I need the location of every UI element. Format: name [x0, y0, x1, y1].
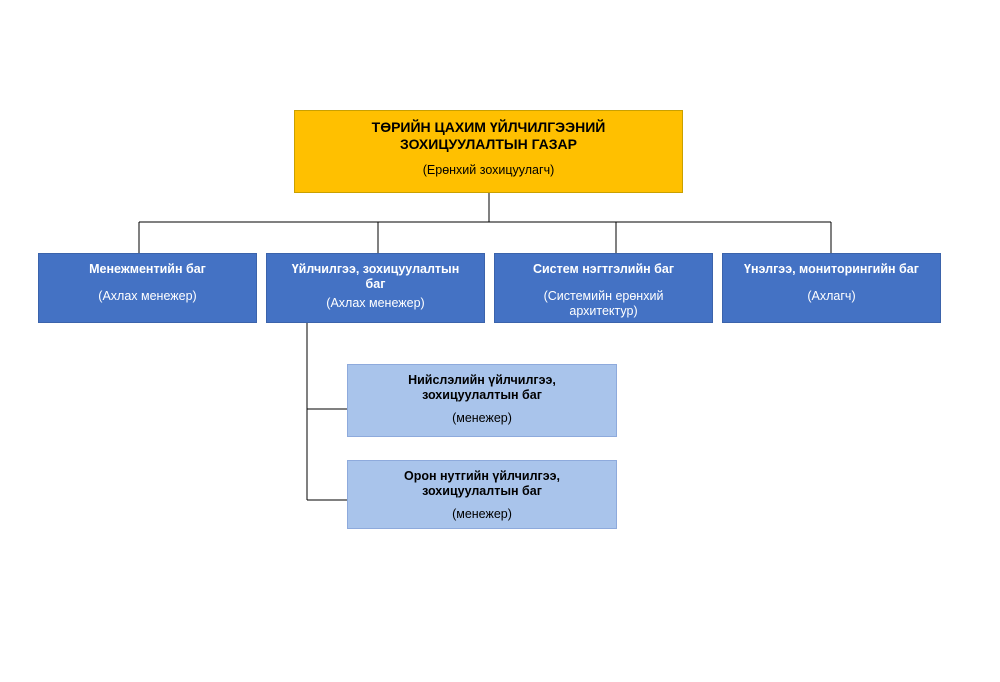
team-role: (Ахлагч)	[807, 289, 856, 303]
team-role-line1: (Системийн ерөнхий	[543, 289, 664, 303]
sub-team-title-line2: зохицуулалтын баг	[422, 388, 542, 402]
sub-team-title-line2: зохицуулалтын баг	[422, 484, 542, 498]
team-role: (Ахлах менежер)	[326, 296, 425, 310]
root-title-line1: ТӨРИЙН ЦАХИМ ҮЙЛЧИЛГЭЭНИЙ	[371, 119, 606, 135]
team-box-system-integration: Систем нэгтгэлийн баг (Системийн ерөнхий…	[494, 253, 713, 323]
sub-team-title-line1: Орон нутгийн үйлчилгээ,	[403, 469, 561, 483]
sub-team-box-local: Орон нутгийн үйлчилгээ, зохицуулалтын ба…	[347, 460, 617, 529]
team-title-line1: Үйлчилгээ, зохицуулалтын	[291, 262, 460, 276]
root-title-line2: ЗОХИЦУУЛАЛТЫН ГАЗАР	[399, 136, 578, 152]
team-role: (Ахлах менежер)	[98, 289, 197, 303]
sub-team-box-capital: Нийслэлийн үйлчилгээ, зохицуулалтын баг …	[347, 364, 617, 437]
team-box-service-coordination: Үйлчилгээ, зохицуулалтын баг (Ахлах мене…	[266, 253, 485, 323]
sub-team-role: (менежер)	[452, 411, 512, 425]
sub-team-role: (менежер)	[452, 507, 512, 521]
team-title: Менежментийн баг	[89, 262, 206, 276]
team-title: Үнэлгээ, мониторингийн баг	[744, 262, 919, 276]
team-title-line2: баг	[365, 277, 386, 291]
team-box-management: Менежментийн баг (Ахлах менежер)	[38, 253, 257, 323]
sub-team-title-line1: Нийслэлийн үйлчилгээ,	[408, 373, 556, 387]
root-role: (Ерөнхий зохицуулагч)	[422, 163, 555, 177]
root-org-box: ТӨРИЙН ЦАХИМ ҮЙЛЧИЛГЭЭНИЙ ЗОХИЦУУЛАЛТЫН …	[294, 110, 683, 193]
team-role-line2: архитектур)	[569, 304, 638, 318]
team-box-evaluation-monitoring: Үнэлгээ, мониторингийн баг (Ахлагч)	[722, 253, 941, 323]
team-title: Систем нэгтгэлийн баг	[532, 262, 675, 276]
